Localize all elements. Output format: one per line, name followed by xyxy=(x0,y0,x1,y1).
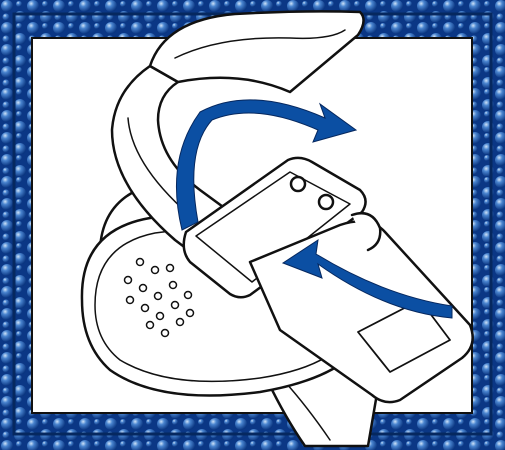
clip-hole-top xyxy=(291,177,305,191)
clip-hole-right xyxy=(319,195,333,209)
